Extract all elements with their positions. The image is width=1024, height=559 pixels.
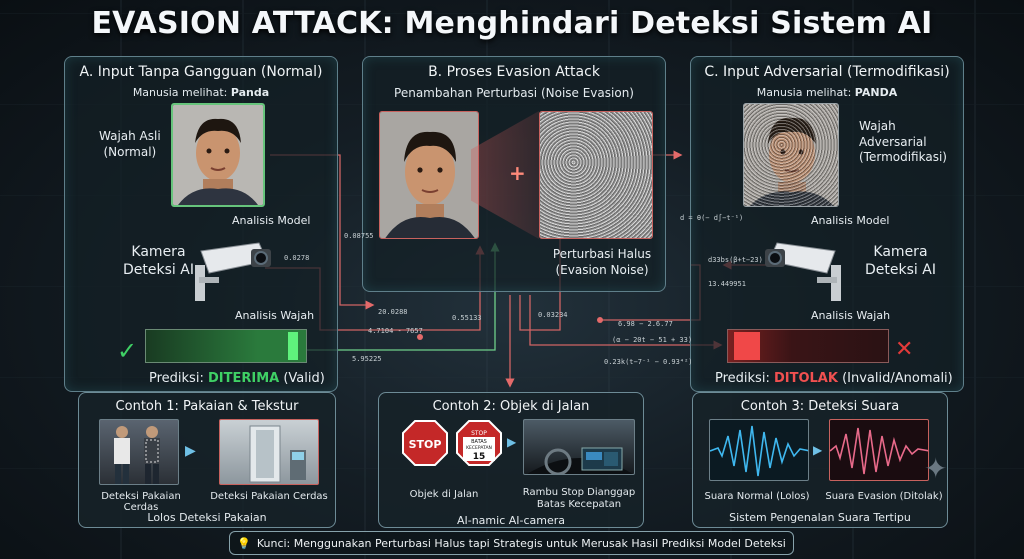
stop-sign-image: STOP	[401, 419, 449, 467]
limit-text-2: KECEPATAN	[466, 445, 492, 451]
normal-face-image	[171, 103, 265, 207]
confidence-bar-marker-rejected	[734, 332, 760, 360]
example-1-title: Contoh 1: Pakaian & Tekstur	[115, 399, 299, 414]
confidence-bar-marker-accepted	[288, 332, 298, 360]
limit-text-3: 15	[473, 452, 486, 462]
annotation-n2: 0.0278	[284, 254, 310, 262]
analysis-model-label-a: Analisis Model	[232, 214, 311, 227]
plus-icon: +	[509, 161, 526, 185]
evasion-waveform-image	[829, 419, 929, 481]
confidence-bar-accepted	[145, 329, 307, 363]
annotation-n6: 5.95225	[352, 355, 382, 363]
adversarial-face-image	[743, 103, 839, 207]
annotation-n9: d33bs(β+t−23)	[708, 256, 763, 264]
panel-b-title: B. Proses Evasion Attack	[428, 64, 600, 80]
cross-icon: ✕	[895, 337, 914, 362]
example-voice: Contoh 3: Deteksi Suara ▶ Suara Normal (…	[692, 392, 948, 528]
car-dashboard-image	[523, 419, 635, 475]
key-footer-text: Kunci: Menggunakan Perturbasi Halus tapi…	[256, 536, 786, 550]
prediction-rejected: Prediksi: DITOLAK (Invalid/Anomali)	[715, 371, 953, 386]
camera-label-c: Kamera Deteksi AI	[865, 244, 936, 279]
example-2-title: Contoh 2: Objek di Jalan	[432, 399, 590, 414]
annotation-n13: 0.23k(t−7⁻¹ − 0.93⁴²)	[604, 358, 693, 366]
annotation-n12: (α − 20t − 51 + 33)	[612, 336, 693, 344]
annotation-n11: 6.98 − 2.6.77	[618, 320, 673, 328]
confidence-bar-rejected	[727, 329, 889, 363]
face-label-normal: Wajah Asli (Normal)	[99, 129, 161, 159]
security-camera-icon	[189, 235, 275, 309]
ex2-caption-2: Rambu Stop Dianggap Batas Kecepatan	[522, 487, 636, 510]
annotation-n4: 4.7104 - 7657	[368, 327, 423, 335]
panel-c-title: C. Input Adversarial (Termodifikasi)	[704, 64, 950, 80]
stop-sign-text: STOP	[409, 438, 442, 451]
ex2-footer: AI-namic AI-camera	[456, 514, 566, 527]
analysis-model-label-c: Analisis Model	[811, 214, 890, 227]
adversarial-noise-overlay	[744, 104, 838, 206]
human-sees-adversarial: Manusia melihat: PANDA	[756, 86, 898, 99]
clothing-image-1	[99, 419, 179, 485]
analysis-face-label-c: Analisis Wajah	[811, 309, 891, 322]
lightbulb-icon: 💡	[237, 536, 251, 550]
panel-a-title: A. Input Tanpa Gangguan (Normal)	[79, 64, 323, 80]
panel-adversarial-input: C. Input Adversarial (Termodifikasi) Man…	[690, 56, 964, 392]
annotation-n3: 20.0288	[378, 308, 408, 316]
arrow-icon-ex2: ▶	[507, 435, 517, 449]
panel-b-subtitle: Penambahan Perturbasi (Noise Evasion)	[394, 86, 634, 100]
example-3-title: Contoh 3: Deteksi Suara	[740, 399, 900, 414]
prediction-accepted: Prediksi: DITERIMA (Valid)	[149, 371, 325, 386]
projection-wedge	[471, 111, 539, 239]
annotation-n7: 0.03234	[538, 311, 568, 319]
annotation-n1: 0.08755	[344, 232, 374, 240]
annotation-n8: d = θ(− d∫−t⁻¹)	[680, 214, 744, 222]
original-face-image	[379, 111, 479, 239]
annotation-n10: 13.449951	[708, 280, 746, 288]
ex2-caption-1: Objek di Jalan	[409, 489, 479, 500]
modified-stop-text: STOP	[471, 430, 487, 437]
ex3-footer: Sistem Pengenalan Suara Tertipu	[729, 511, 911, 524]
annotation-n5: 0.55133	[452, 314, 482, 322]
noise-label: Perturbasi Halus (Evasion Noise)	[552, 247, 652, 277]
noise-pattern-image	[539, 111, 653, 239]
sparkle-icon: ✦	[924, 452, 948, 485]
key-footer: 💡 Kunci: Menggunakan Perturbasi Halus ta…	[229, 531, 794, 555]
ex1-caption-2: Deteksi Pakaian Cerdas	[210, 491, 328, 502]
example-clothing: Contoh 1: Pakaian & Tekstur ▶ Deteksi Pa…	[78, 392, 336, 528]
human-sees-normal: Manusia melihat: Panda	[132, 86, 270, 99]
ex3-caption-2: Suara Evasion (Ditolak)	[825, 491, 943, 502]
ex1-footer: Lolos Deteksi Pakaian	[147, 511, 267, 524]
face-label-adversarial: Wajah Adversarial (Termodifikasi)	[859, 119, 947, 165]
panel-normal-input: A. Input Tanpa Gangguan (Normal) Manusia…	[64, 56, 338, 392]
camera-label-a: Kamera Deteksi AI	[123, 244, 194, 279]
ex3-caption-1: Suara Normal (Lolos)	[704, 491, 810, 502]
normal-waveform-image	[709, 419, 809, 481]
arrow-icon-ex1: ▶	[185, 443, 196, 459]
security-camera-icon-c	[761, 235, 847, 309]
page-title: EVASION ATTACK: Menghindari Deteksi Sist…	[91, 6, 933, 41]
panel-evasion-process: B. Proses Evasion Attack Penambahan Pert…	[362, 56, 666, 292]
clothing-image-2	[219, 419, 319, 485]
analysis-face-label-a: Analisis Wajah	[235, 309, 315, 322]
ex1-caption-1: Deteksi Pakaian Cerdas	[101, 491, 181, 513]
limit-text-1: BATAS	[471, 439, 487, 445]
arrow-icon-ex3: ▶	[813, 443, 823, 457]
check-icon: ✓	[117, 337, 138, 365]
